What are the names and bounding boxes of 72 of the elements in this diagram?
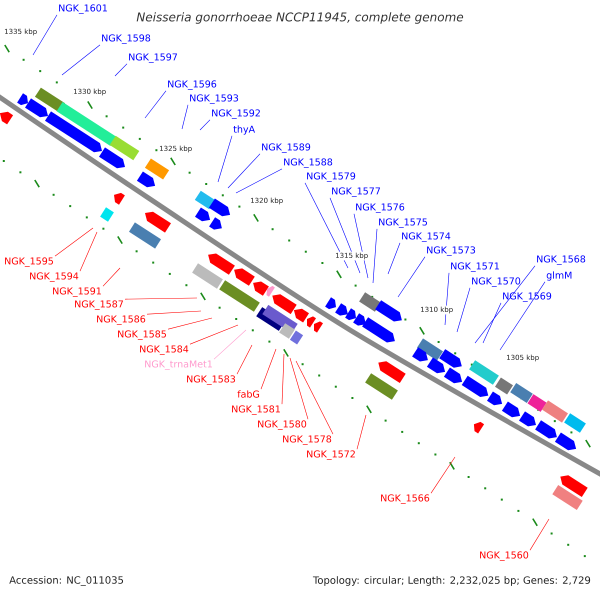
leader-line [398, 256, 426, 298]
leader-line [260, 348, 276, 390]
leader-line [54, 228, 94, 256]
gene-label: NGK_1580 [258, 420, 306, 430]
leader-line [214, 330, 246, 360]
leader-line [228, 154, 260, 188]
footer-text: Topology: circular; Length: 2,232,025 bp; Genes: 2,729 [312, 575, 592, 587]
gene-label: NGK_1585 [118, 330, 166, 340]
leader-line [124, 298, 198, 300]
gene-label: NGK_1573 [427, 246, 476, 256]
leader-line [530, 518, 550, 550]
gene-label: NGK_1560 [480, 551, 528, 561]
gene-label: NGK_1601 [59, 4, 107, 14]
leader-line [282, 354, 284, 404]
leader-line [388, 242, 400, 274]
leader-line [330, 198, 360, 274]
gene-label: fabG [237, 390, 260, 398]
leader-line [236, 344, 252, 374]
footer-text: Accession: NC_011035 [8, 575, 125, 587]
leader-line [62, 44, 100, 76]
leader-line [304, 182, 348, 268]
leader-line [182, 104, 188, 130]
gene-label: NGK_1575 [379, 218, 427, 228]
gene-label: NGK_1587 [75, 300, 123, 310]
leader-line [482, 302, 502, 344]
gene-label: NGK_1583 [187, 375, 236, 385]
gene-label: NGK_1568 [537, 255, 586, 265]
gene-label: NGK_1576 [356, 203, 404, 213]
gene-label: NGK_1579 [307, 172, 356, 182]
leader-line [430, 456, 456, 494]
gene-label: NGK_1592 [212, 109, 260, 119]
gene-label: NGK_1586 [97, 315, 146, 325]
gene-label: NGK_1595 [5, 257, 53, 267]
gene-label: NGK_1570 [472, 277, 520, 287]
leader-line [200, 120, 210, 130]
gene-label: NGK_1593 [190, 94, 238, 104]
leader-line [102, 268, 120, 286]
gene-label: NGK_1596 [168, 80, 216, 90]
leader-line [218, 136, 232, 182]
gene-label: NGK_1571 [451, 262, 499, 272]
gene-label: NGK_1566 [381, 494, 430, 504]
gene-label: glmM [546, 271, 572, 281]
leader-line [190, 324, 238, 344]
leader-line [474, 266, 536, 344]
leader-line [290, 358, 308, 420]
gene-label: NGK_1578 [283, 435, 332, 445]
gene-label: NGK_1588 [284, 158, 332, 168]
leader-line [114, 64, 128, 76]
title: Neisseria gonorrhoeae NCCP11945, complete genome [136, 12, 464, 24]
gene-label: thyA [233, 125, 255, 135]
gene-label: NGK_1572 [307, 450, 355, 460]
leader-line [32, 14, 58, 56]
leader-line [236, 168, 282, 194]
gene-label: NGK_1584 [140, 345, 188, 355]
leader-line [80, 232, 98, 272]
leader-line [456, 288, 470, 332]
leader-line [356, 414, 366, 450]
gene-label: NGK_1574 [402, 232, 450, 242]
gene-label: NGK_1597 [129, 53, 178, 63]
leader-line [372, 228, 378, 284]
gene-label: NGK_1591 [53, 287, 101, 297]
leader-line [144, 90, 166, 118]
leader-line [146, 310, 202, 314]
leader-line [500, 282, 546, 350]
gene-label: NGK_1594 [30, 272, 78, 282]
gene-label: NGK_1598 [102, 34, 150, 44]
gene-label: NGK_1589 [262, 143, 310, 153]
gene-label: NGK_trnaMet1 [145, 360, 212, 370]
leader-line [168, 318, 212, 330]
gene-label: NGK_1577 [332, 187, 380, 197]
leader-line [296, 360, 334, 434]
gene-label: NGK_1581 [232, 405, 280, 415]
